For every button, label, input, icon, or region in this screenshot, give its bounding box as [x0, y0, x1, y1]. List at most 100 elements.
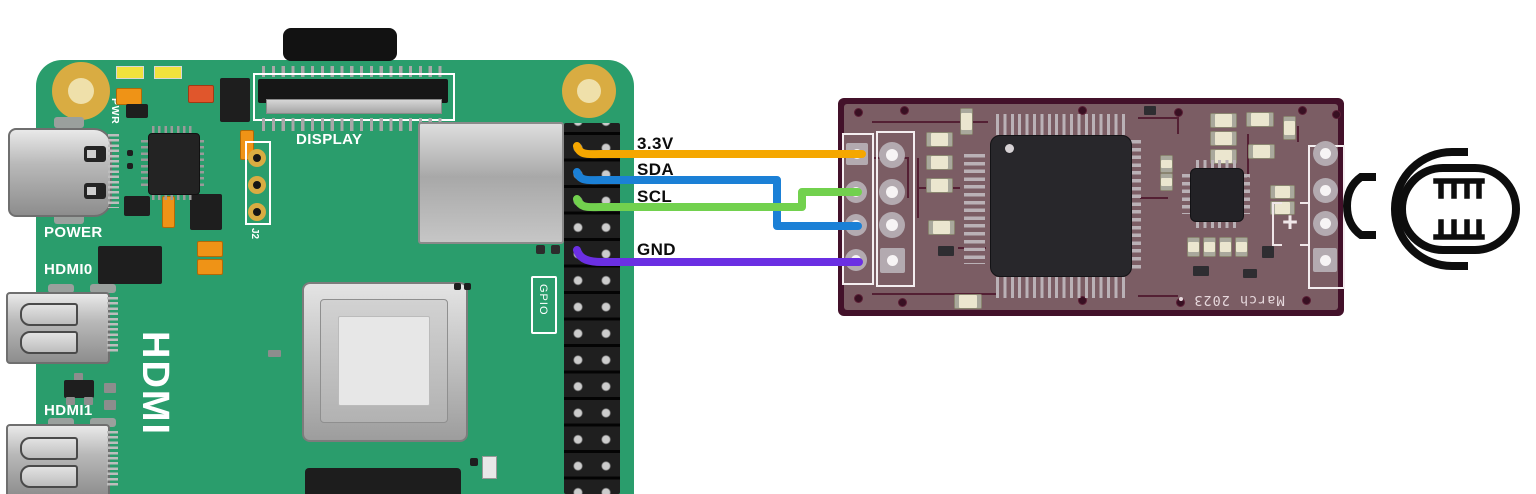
smd-component [470, 458, 478, 466]
module-pad [1313, 211, 1338, 236]
qfp-pins [196, 140, 204, 186]
wire-label-scl: SCL [637, 187, 673, 206]
usb-c-pins [108, 134, 119, 208]
module-pin-3v3 [846, 143, 868, 165]
soc-chip-top [338, 316, 430, 406]
smd-component [536, 245, 545, 254]
smd-resistor [926, 155, 953, 170]
hdmi0-tab [90, 284, 116, 293]
silkscreen-dot [1179, 297, 1183, 301]
hdmi-silkscreen-label: HDMI [134, 331, 176, 437]
transistor-leg [84, 397, 93, 405]
smd-component [220, 78, 250, 122]
display-connector-pins-top [262, 66, 442, 77]
smd-resistor [926, 132, 953, 147]
usb-c-slot [84, 146, 106, 162]
j2-label: J2 [249, 228, 260, 240]
smd-resistor [928, 220, 955, 235]
microphone-icon [1342, 148, 1520, 270]
smd-component [104, 383, 116, 393]
smd-resistor [1187, 237, 1200, 257]
mounting-hole [562, 64, 616, 118]
wire-label-gnd: GND [637, 240, 676, 259]
module-pad [880, 248, 905, 273]
smd-resistor [1219, 237, 1232, 257]
mounting-hole [52, 62, 110, 120]
j2-pad [248, 149, 266, 167]
smd-component [127, 150, 133, 156]
j2-header-outline [245, 141, 271, 225]
main-ic-pads [964, 154, 985, 264]
via [1298, 106, 1307, 115]
smd-resistor [482, 456, 497, 479]
qfp-pins [152, 126, 194, 134]
smd-resistor [1246, 112, 1274, 127]
wire-label-sda: SDA [637, 160, 675, 179]
smd-component [1243, 269, 1257, 278]
smd-resistor [1283, 116, 1296, 140]
wire-label-3v3: 3.3V [637, 134, 674, 153]
smd-resistor [1203, 237, 1216, 257]
led [154, 66, 182, 79]
smd-component [1262, 246, 1274, 258]
plus-marker: + [1282, 207, 1298, 237]
smd-component [126, 104, 148, 118]
smd-resistor [926, 178, 953, 193]
pin1-marker [1005, 144, 1014, 153]
via [1302, 296, 1311, 305]
hdmi1-tab [90, 418, 116, 427]
hdmi0-pins [107, 297, 118, 353]
led [116, 66, 144, 79]
power-label: POWER [44, 224, 103, 241]
module-pad [1313, 141, 1338, 166]
transistor-leg [74, 373, 83, 381]
qfp-ic [148, 133, 200, 195]
smd-resistor [954, 294, 982, 309]
j2-pad [248, 203, 266, 221]
smd-resistor [1160, 155, 1173, 173]
module-left-header-outline [876, 131, 915, 287]
module-board: + March 2023 [838, 98, 1345, 316]
smd-component [98, 246, 162, 284]
smd-resistor [960, 108, 973, 135]
smd-component [104, 400, 116, 410]
smd-resistor [1270, 185, 1295, 199]
smd-component [190, 194, 222, 230]
transistor [64, 380, 94, 398]
smd-component [938, 246, 954, 256]
small-ic-pins [1196, 160, 1236, 168]
smd-component [127, 163, 133, 169]
plus-bracket [1272, 202, 1282, 246]
smd-capacitor [162, 196, 175, 228]
gpio-label-box [531, 276, 557, 334]
hdmi1-pins [107, 431, 118, 487]
via [1174, 108, 1183, 117]
display-label: DISPLAY [296, 131, 363, 148]
silkscreen-date: March 2023 [1193, 292, 1285, 308]
smd-component [464, 283, 471, 290]
hdmi1-tab [48, 418, 74, 427]
module-pad [879, 212, 905, 238]
small-ic-pins [1242, 174, 1250, 214]
via [1332, 110, 1341, 119]
ram-chip [305, 468, 461, 494]
usb-c-tab [54, 213, 84, 224]
via [900, 106, 909, 115]
transistor-leg [66, 397, 75, 405]
module-pin-sda [845, 214, 867, 236]
gpio-header [564, 123, 620, 494]
module-pin-scl [845, 181, 867, 203]
usb-c-tab [54, 117, 84, 128]
smd-resistor [1235, 237, 1248, 257]
smd-component [268, 350, 281, 357]
smd-component [124, 196, 150, 216]
qfp-pins [152, 192, 194, 200]
module-pad [879, 179, 905, 205]
flex-cable-tab [283, 28, 397, 61]
via [898, 298, 907, 307]
hdmi0-label: HDMI0 [44, 261, 93, 278]
smd-component [1193, 266, 1209, 276]
hdmi0-slot [20, 303, 78, 326]
smd-resistor [1210, 131, 1237, 146]
display-connector-pins-bottom [262, 118, 442, 131]
